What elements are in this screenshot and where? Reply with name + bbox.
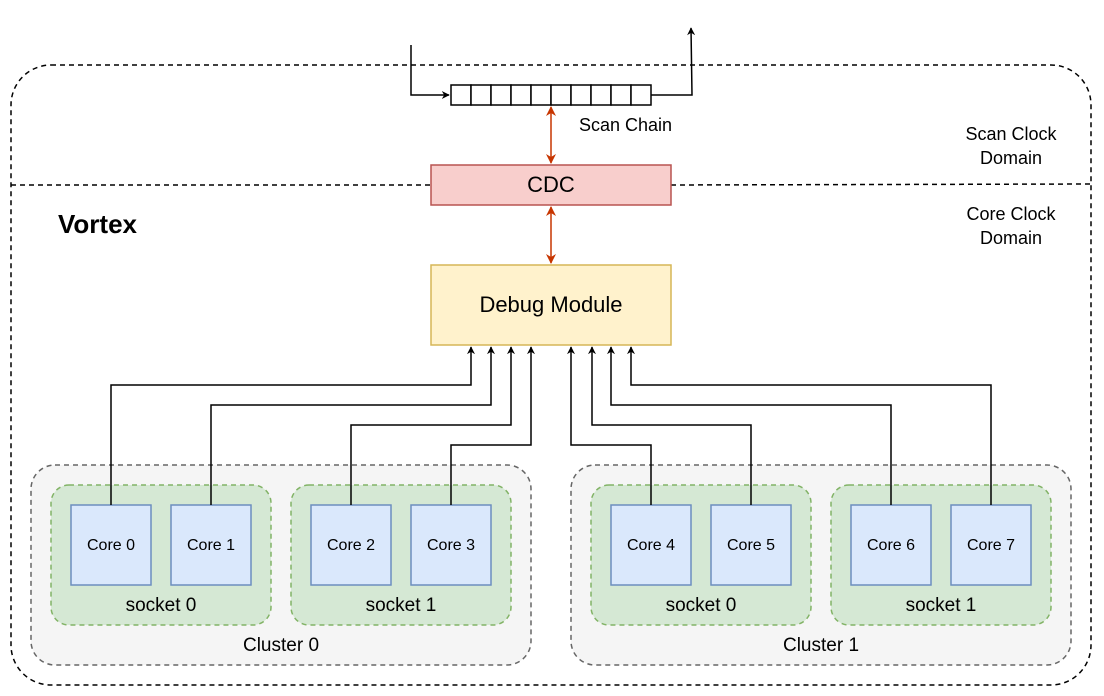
core-0-box [70, 504, 152, 586]
scan-chain-register [450, 84, 652, 106]
scan-chain-cell [630, 84, 652, 106]
core-1-box [170, 504, 252, 586]
scan-chain-cell [610, 84, 632, 106]
core-2-connector [350, 346, 515, 505]
scan-clock-domain-label: Scan Clock Domain [965, 124, 1057, 168]
core-6-box [850, 504, 932, 586]
cdc-label: CDC [527, 172, 575, 197]
core-1-connector [210, 346, 495, 505]
cluster-label: Cluster 1 [782, 635, 860, 656]
core-label: Core 2 [326, 537, 376, 554]
core-label: Core 4 [626, 537, 676, 554]
scan-chain-cell [550, 84, 572, 106]
scan-chain-cell [530, 84, 552, 106]
cluster-label: Cluster 0 [242, 635, 320, 656]
core-label: Core 0 [86, 537, 136, 554]
scan-chain-cell [490, 84, 512, 106]
core-6-connector [607, 346, 892, 505]
core-0-connector [110, 346, 475, 505]
core-5-box [710, 504, 792, 586]
core-label: Core 6 [866, 537, 916, 554]
core-7-connector [627, 346, 992, 505]
socket-label: socket 1 [365, 595, 437, 616]
scan-chain-cell [470, 84, 492, 106]
scan-chain-output-arrow [651, 27, 696, 96]
core-label: Core 5 [726, 537, 776, 554]
scan-chain-input-arrow [410, 45, 450, 99]
core-label: Core 7 [966, 537, 1016, 554]
core-label: Core 1 [186, 537, 236, 554]
vortex-boundary [10, 64, 1092, 686]
core-7-box [950, 504, 1032, 586]
socket-label: socket 1 [905, 595, 977, 616]
cdc-box [430, 164, 672, 206]
core-5-connector [588, 346, 752, 505]
core-4-connector [567, 346, 652, 505]
scan-chain-cell [590, 84, 612, 106]
socket-label: socket 0 [665, 595, 737, 616]
core-4-box [610, 504, 692, 586]
core-2-box [310, 504, 392, 586]
socket-label: socket 0 [125, 595, 197, 616]
vortex-title: Vortex [58, 209, 137, 239]
scan-chain-cell [450, 84, 472, 106]
scan-chain-cell [570, 84, 592, 106]
core-clock-domain-label: Core Clock Domain [966, 204, 1056, 248]
scan-chain-cell [510, 84, 532, 106]
core-label: Core 3 [426, 537, 476, 554]
debug-module-label: Debug Module [479, 292, 623, 317]
clock-domain-divider-right [670, 183, 1092, 186]
core-3-connector [450, 346, 535, 505]
scan-chain-label: Scan Chain [579, 115, 673, 135]
debug-module-box [430, 264, 672, 346]
